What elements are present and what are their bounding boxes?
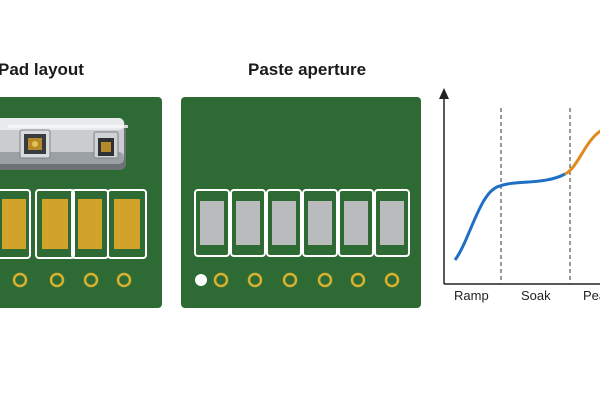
paste-aperture-board (181, 97, 421, 308)
aperture-row (194, 189, 410, 257)
via (282, 272, 298, 288)
via (83, 272, 99, 288)
solder-pad (78, 199, 102, 249)
paste-aperture (308, 201, 332, 245)
solder-pad (42, 199, 68, 249)
via (12, 272, 28, 288)
via (317, 272, 333, 288)
y-axis-arrow-icon (439, 88, 449, 99)
phase-label-ramp: Ramp (454, 288, 489, 303)
pad-row (0, 189, 147, 259)
component-body (0, 118, 128, 170)
paste-aperture (344, 201, 368, 245)
profile-curve-peak (564, 129, 600, 176)
paste-aperture (200, 201, 224, 245)
via (49, 272, 65, 288)
paste-aperture (272, 201, 296, 245)
profile-curve-ramp-soak (453, 172, 566, 261)
pin1-marker (195, 274, 207, 286)
via (116, 272, 132, 288)
via (384, 272, 400, 288)
solder-pad (114, 199, 140, 249)
via (213, 272, 229, 288)
via-row (195, 272, 400, 288)
paste-aperture-title: Paste aperture (248, 60, 367, 79)
paste-aperture (236, 201, 260, 245)
reflow-profile-graph (439, 88, 600, 285)
pad-layout-board (0, 97, 162, 308)
via-row (12, 272, 132, 288)
paste-aperture (380, 201, 404, 245)
via (350, 272, 366, 288)
via (247, 272, 263, 288)
phase-label-soak: Soak (521, 288, 551, 303)
phase-label-peak: Peak (583, 288, 600, 303)
pad-layout-title: Pad layout (0, 60, 84, 79)
solder-pad (2, 199, 26, 249)
